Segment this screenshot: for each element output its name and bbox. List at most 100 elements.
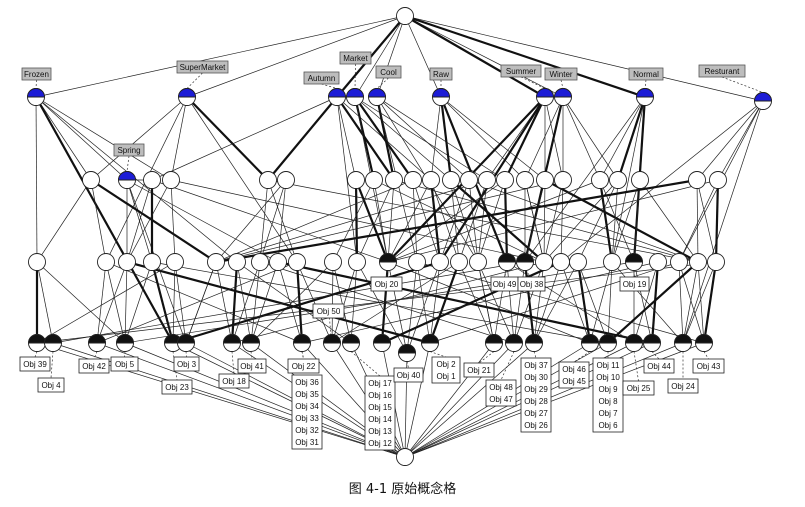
lattice-edge (354, 96, 452, 181)
lattice-node (346, 88, 364, 106)
lattice-edge (533, 261, 562, 344)
lattice-edge (611, 179, 641, 263)
lattice-edge (36, 261, 126, 344)
svg-text:Obj 32: Obj 32 (295, 426, 319, 435)
attribute-label: Autumn (303, 71, 340, 85)
svg-text:SuperMarket: SuperMarket (180, 63, 227, 72)
lattice-edge (36, 261, 717, 344)
lattice-edge (126, 260, 431, 345)
lattice-node (431, 253, 449, 271)
lattice-node (365, 171, 383, 189)
object-label: Obj 23 (161, 379, 193, 395)
lattice-node (177, 334, 195, 352)
svg-text:Frozen: Frozen (24, 70, 49, 79)
label-leader-line (524, 270, 532, 278)
lattice-edge (430, 179, 460, 263)
lattice-node (88, 334, 106, 352)
lattice-edge (172, 261, 176, 344)
lattice-node (396, 448, 414, 466)
lattice-edge (562, 96, 601, 181)
object-label: Obj 40 (393, 367, 424, 383)
lattice-edge (236, 261, 252, 344)
label-leader-lines (34, 63, 764, 382)
lattice-node (324, 253, 342, 271)
lattice-edge (215, 179, 564, 263)
label-leader-line (560, 79, 564, 89)
lattice-node (293, 334, 311, 352)
lattice-edge (607, 261, 613, 344)
lattice-edge (332, 261, 352, 344)
label-leader-line (354, 63, 356, 89)
lattice-edge (560, 261, 591, 344)
svg-text:Obj 34: Obj 34 (295, 402, 319, 411)
lattice-node (688, 171, 706, 189)
lattice-edge (35, 96, 128, 181)
lattice-edge (450, 179, 479, 263)
lattice-node (166, 253, 184, 271)
lattice-edge (576, 261, 592, 344)
svg-text:Obj 41: Obj 41 (240, 362, 264, 371)
svg-text:Obj 50: Obj 50 (317, 307, 341, 316)
svg-text:Cool: Cool (380, 68, 397, 77)
lattice-node (460, 171, 478, 189)
lattice-node (379, 253, 397, 271)
object-label: Obj 41 (237, 358, 267, 374)
svg-text:Obj 22: Obj 22 (292, 362, 316, 371)
object-label: Obj 19 (619, 276, 650, 292)
svg-text:Obj 21: Obj 21 (467, 366, 491, 375)
svg-text:Market: Market (343, 54, 368, 63)
lattice-edge (354, 96, 488, 181)
lattice-edge (35, 96, 238, 263)
lattice-edge (393, 179, 699, 263)
lattice-node (223, 334, 241, 352)
lattice-edge (513, 261, 545, 344)
lattice-node (536, 88, 554, 106)
object-label: Obj 4 (37, 377, 65, 393)
label-leader-line (478, 351, 495, 364)
svg-text:Obj 39: Obj 39 (23, 360, 47, 369)
lattice-node (28, 334, 46, 352)
lattice-edge (151, 96, 338, 181)
label-leader-line (633, 270, 635, 278)
lattice-node (251, 253, 269, 271)
label-leader-line (250, 351, 253, 360)
lattice-edge (533, 261, 545, 344)
lattice-edge (170, 179, 176, 263)
label-leader-line (504, 270, 508, 278)
lattice-node (422, 171, 440, 189)
label-leader-line (533, 351, 537, 359)
lattice-edge (350, 261, 358, 344)
lattice-node (581, 334, 599, 352)
lattice-edge (170, 96, 188, 181)
svg-text:Obj 17: Obj 17 (368, 379, 392, 388)
lattice-node (368, 88, 386, 106)
lattice-edge (331, 261, 460, 344)
lattice-edge (354, 179, 359, 263)
lattice-edge (90, 96, 188, 181)
lattice-edge (277, 179, 287, 263)
lattice-node (754, 92, 772, 110)
svg-text:Obj 8: Obj 8 (598, 397, 618, 406)
svg-text:Obj 47: Obj 47 (489, 395, 513, 404)
lattice-edge (387, 261, 591, 344)
lattice-edge (439, 96, 453, 181)
lattice-edge (404, 342, 515, 458)
lattice-edge (524, 179, 546, 263)
object-label: Obj 39 (19, 356, 51, 372)
lattice-edge (231, 261, 261, 344)
svg-text:Obj 31: Obj 31 (295, 438, 319, 447)
svg-text:Obj 30: Obj 30 (524, 373, 548, 382)
lattice-edge (458, 261, 495, 344)
lattice-edge (354, 15, 406, 98)
lattice-edge (506, 261, 515, 344)
svg-text:Obj 18: Obj 18 (222, 377, 246, 386)
lattice-edge (124, 261, 635, 344)
svg-text:Obj 2: Obj 2 (436, 360, 456, 369)
lattice-edge (404, 15, 564, 98)
object-label: Obj 21 (463, 362, 495, 378)
lattice-node (323, 334, 341, 352)
lattice-edge (215, 179, 287, 263)
svg-text:Obj 19: Obj 19 (623, 280, 647, 289)
